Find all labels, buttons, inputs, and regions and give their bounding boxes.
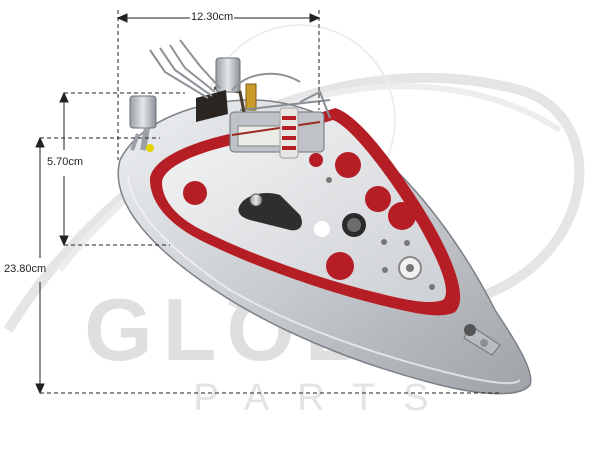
wire-leads [149,39,301,99]
heater-terminals [129,57,241,152]
total-length-dimension-label: 23.80cm [4,263,47,275]
thermostat-assembly [213,83,331,159]
soleplate-tip [463,324,501,356]
thermostat-clip [238,193,302,231]
dimension-lines [35,10,500,395]
plate-height-dimension-label: 5.70cm [47,156,84,168]
width-dimension-label: 12.30cm [190,11,235,24]
svg-text:PARTS: PARTS [193,377,456,419]
gasket-and-plate [150,108,461,316]
